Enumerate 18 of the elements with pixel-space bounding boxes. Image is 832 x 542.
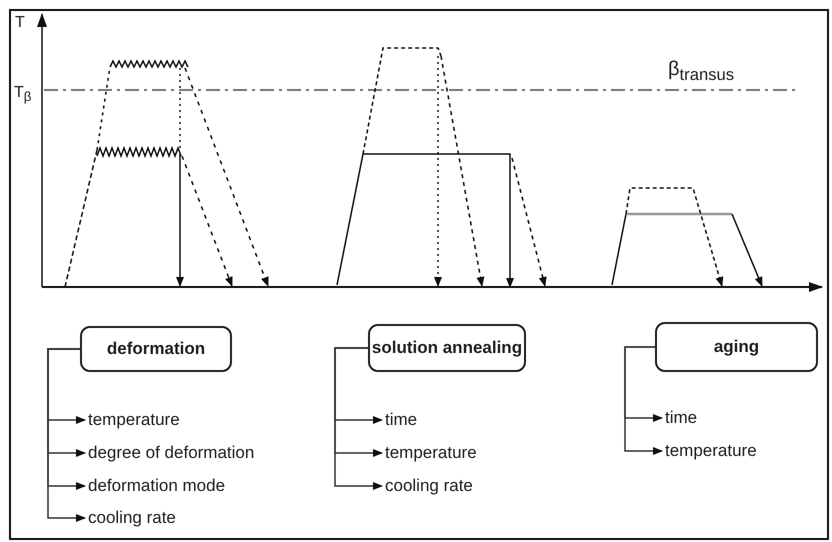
arrow [334,347,383,490]
parameter-text: temperature [665,441,757,461]
parameter-text: time [385,410,418,430]
axis-label: T$_{β}$ [14,84,32,104]
parameter-text: degree of deformation [88,443,254,463]
arrow [47,348,86,522]
parameter-text: temperature [385,443,477,463]
step-box: solution annealing [368,324,526,372]
parameter-text: cooling rate [385,476,473,496]
line-label: β$_{transus}$ [668,58,734,85]
parameter-text: deformation mode [88,476,226,496]
step-box: deformation [80,326,232,372]
arrow [624,346,663,455]
parameter-text: temperature [88,410,180,430]
parameter-text: time [665,408,698,428]
step-box: aging [655,322,818,372]
axis-label: T [15,14,25,32]
parameter-text: cooling rate [88,508,176,528]
